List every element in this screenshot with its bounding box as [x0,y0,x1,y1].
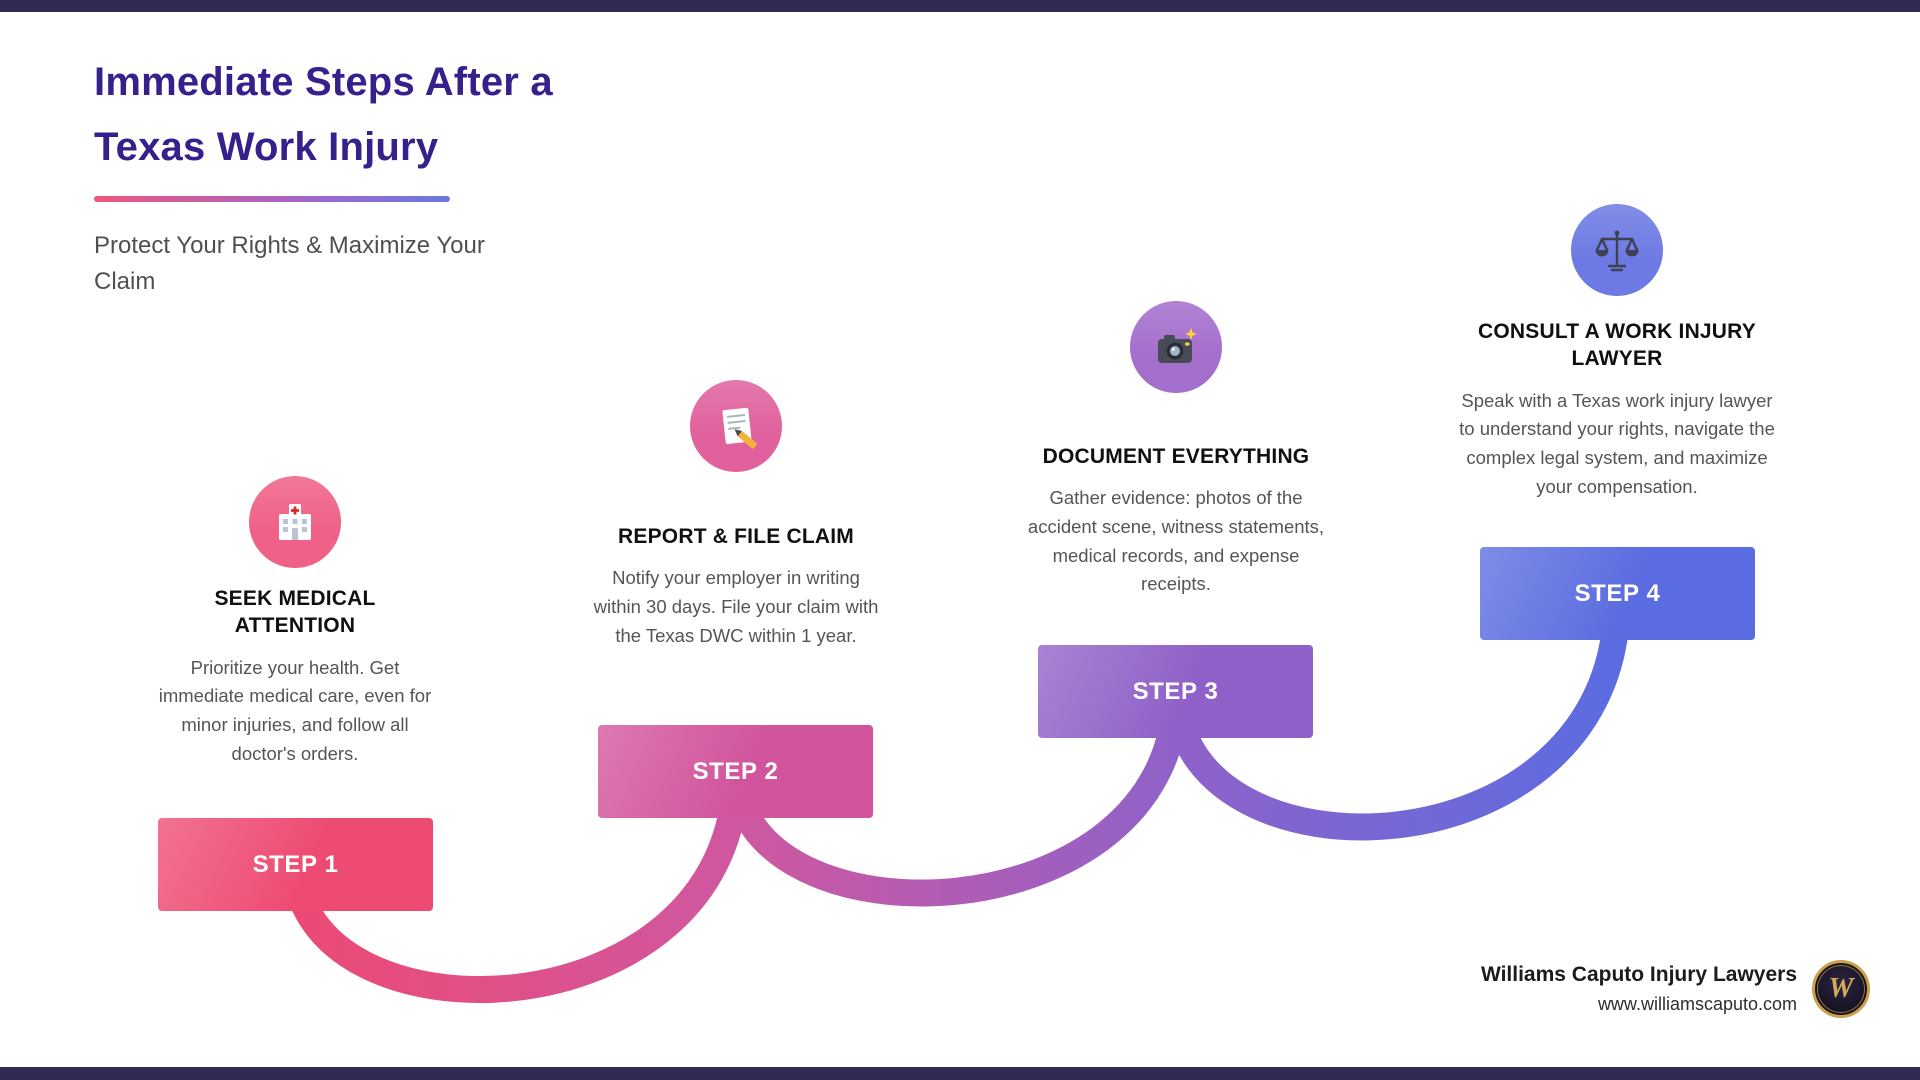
brand-logo: W [1812,960,1870,1018]
scales-icon [1595,230,1639,272]
step-2-heading: REPORT & FILE CLAIM [618,525,854,548]
step-2-icon-circle [690,380,782,472]
step-3-text: DOCUMENT EVERYTHING Gather evidence: pho… [1016,443,1336,599]
step-3-badge: STEP 3 [1038,645,1313,738]
connector-curve-3 [1162,586,1631,841]
camera-icon [1158,328,1197,363]
step-2-text: REPORT & FILE CLAIM Notify your employer… [591,523,881,650]
step-1-description: Prioritize your health. Get immediate me… [158,656,432,764]
connector-curve-1 [281,756,750,1004]
page-title-line1: Immediate Steps After a [94,60,553,104]
step-1-badge: STEP 1 [158,818,433,911]
footer-text: Williams Caputo Injury Lawyers www.willi… [1481,963,1797,1015]
hospital-icon [279,504,311,540]
step-2-badge: STEP 2 [598,725,873,818]
footer-website: www.williamscaputo.com [1597,994,1797,1014]
step-1-text: SEEK MEDICAL ATTENTION Prioritize your h… [150,585,440,768]
footer: Williams Caputo Injury Lawyers www.willi… [1481,960,1870,1018]
bottom-accent-bar [0,1067,1920,1080]
memo-icon [722,407,757,449]
step-4-heading: CONSULT A WORK INJURY LAWYER [1478,320,1756,371]
brand-monogram: W [1828,973,1854,1004]
step-1-heading: SEEK MEDICAL ATTENTION [214,587,376,638]
step-4-description: Speak with a Texas work injury lawyer to… [1459,389,1775,497]
step-4-text: CONSULT A WORK INJURY LAWYER Speak with … [1457,318,1777,501]
step-3-description: Gather evidence: photos of the accident … [1027,487,1325,595]
step-3-icon-circle [1130,301,1222,393]
step-2-description: Notify your employer in writing within 3… [593,567,879,646]
step-4-badge: STEP 4 [1480,547,1755,640]
step-4-icon-circle [1571,204,1663,296]
step-1-icon-circle [249,476,341,568]
page-title-line2: Texas Work Injury [94,124,439,169]
connector-curve-2 [722,676,1190,907]
title-underline [94,196,450,202]
page-title: Immediate Steps After a Texas Work Injur… [94,50,553,180]
page-subtitle: Protect Your Rights & Maximize Your Clai… [94,232,485,295]
top-accent-bar [0,0,1920,12]
step-3-heading: DOCUMENT EVERYTHING [1042,445,1310,468]
footer-company: Williams Caputo Injury Lawyers [1480,963,1797,986]
